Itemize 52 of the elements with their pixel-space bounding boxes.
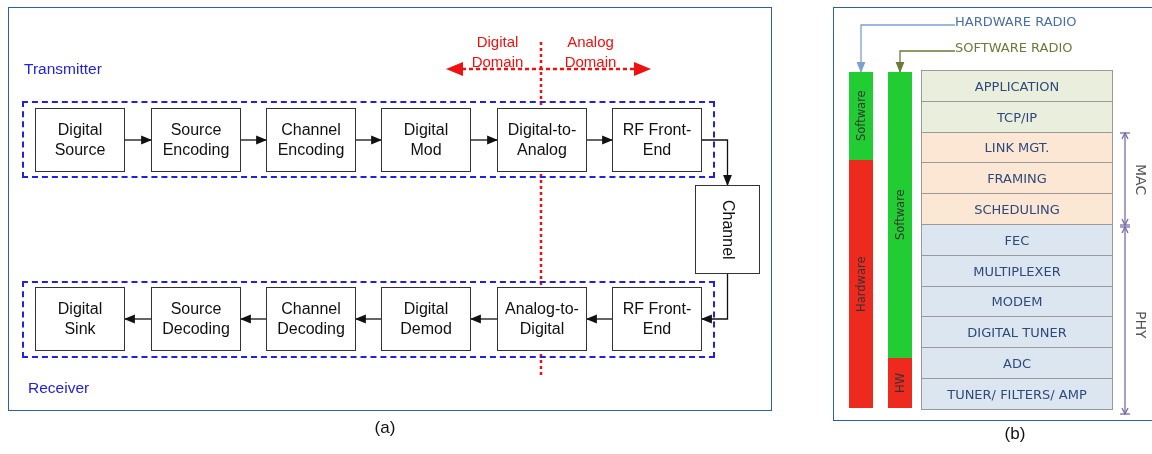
arrow xyxy=(586,135,614,145)
arrow xyxy=(239,314,267,324)
software-segment: Software xyxy=(849,72,873,160)
layer-group-label: MAC xyxy=(1132,163,1150,198)
layer-box: MODEM xyxy=(921,286,1113,317)
process-box: Digital Demod xyxy=(381,287,471,351)
arrow xyxy=(585,314,613,324)
process-box: Digital Source xyxy=(35,108,125,172)
group-title: Transmitter xyxy=(24,60,102,78)
channel-box: Channel xyxy=(695,185,760,274)
arrow xyxy=(355,135,383,145)
process-box: RF Front-End xyxy=(612,287,702,351)
layer-box: TCP/IP xyxy=(921,101,1113,133)
arrow xyxy=(240,135,268,145)
layer-box: MULTIPLEXER xyxy=(921,255,1113,287)
layer-box: DIGITAL TUNER xyxy=(921,316,1113,348)
process-box: Source Decoding xyxy=(151,287,241,351)
layer-box: LINK MGT. xyxy=(921,132,1113,163)
arrow xyxy=(469,314,498,324)
process-box: Channel Decoding xyxy=(266,287,356,351)
process-box: Digital Sink xyxy=(35,287,125,351)
leader-arrow xyxy=(895,50,956,74)
layer-box: ADC xyxy=(921,347,1113,379)
leader-arrow xyxy=(856,24,956,74)
process-box: Source Encoding xyxy=(151,108,241,172)
process-box: Digital-to-Analog xyxy=(497,108,587,172)
arrow xyxy=(123,314,152,324)
process-box: RF Front-End xyxy=(612,108,702,172)
process-box: Digital Mod xyxy=(381,108,471,172)
radio-type-label: HARDWARE RADIO xyxy=(955,14,1120,36)
arrow xyxy=(701,139,732,187)
arrow xyxy=(470,135,499,145)
domain-label: Digital Domain xyxy=(470,32,525,72)
layer-box: SCHEDULING xyxy=(921,193,1113,225)
arrow xyxy=(124,135,153,145)
hardware-segment: HW xyxy=(888,358,912,408)
panel-label: (a) xyxy=(373,418,397,439)
panel-label: (b) xyxy=(1003,424,1027,445)
software-segment: Software xyxy=(888,72,912,358)
hardware-segment: Hardware xyxy=(849,160,873,408)
layer-group-label: PHY xyxy=(1132,310,1150,341)
arrow xyxy=(354,314,382,324)
layer-box: FRAMING xyxy=(921,162,1113,194)
radio-type-label: SOFTWARE RADIO xyxy=(955,40,1120,62)
group-title: Receiver xyxy=(28,379,90,397)
layer-box: TUNER/ FILTERS/ AMP xyxy=(921,378,1113,410)
arrow xyxy=(700,273,729,324)
layer-box: APPLICATION xyxy=(921,70,1113,102)
layer-box: FEC xyxy=(921,224,1113,256)
process-box: Channel Encoding xyxy=(266,108,356,172)
domain-label: Analog Domain xyxy=(563,32,618,72)
process-box: Analog-to-Digital xyxy=(497,287,587,351)
